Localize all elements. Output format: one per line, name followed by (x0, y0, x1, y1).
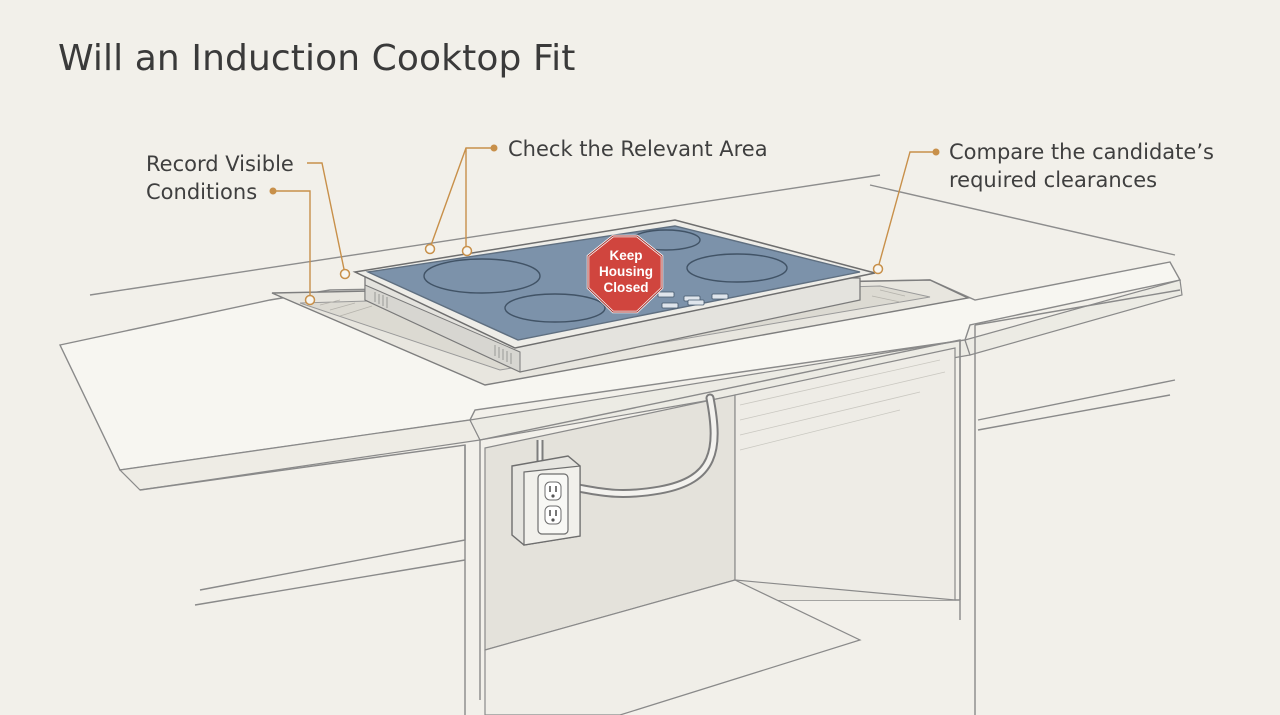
callout-check-text: Check the Relevant Area (508, 137, 768, 161)
callout-leaders (273, 147, 936, 300)
electrical-outlet-icon (537, 473, 569, 535)
leader-record-visible (307, 162, 346, 275)
page-title: Will an Induction Cooktop Fit (58, 38, 576, 79)
leader-endpoints (304, 243, 884, 306)
callout-record-line-1: Record Visible (146, 152, 294, 176)
electrical-conduit (536, 393, 719, 498)
leader-dots (269, 144, 940, 195)
touch-controls (657, 291, 729, 309)
leader-compare (877, 151, 936, 269)
callout-check-relevant-area: Check the Relevant Area (508, 135, 768, 163)
counter-back-edge (89, 174, 1176, 296)
callout-compare-clearances: Compare the candidate’s required clearan… (949, 138, 1214, 194)
stop-sign-line-2: Housing (599, 264, 653, 279)
stop-sign-line-3: Closed (603, 280, 649, 295)
callout-record-visible-conditions: Record Visible Conditions (146, 150, 294, 206)
junction-box-icon (511, 455, 581, 546)
callout-record-line-2: Conditions (146, 180, 258, 204)
stop-sign-line-1: Keep (609, 248, 643, 263)
callout-compare-line-2: required clearances (949, 168, 1158, 192)
leader-check-area-a (429, 147, 494, 249)
leader-conditions (273, 190, 311, 300)
stop-sign-label: Keep Housing Closed (589, 248, 663, 296)
cabinet-interior (484, 347, 956, 715)
stop-sign-icon (586, 234, 664, 314)
callout-compare-line-1: Compare the candidate’s (949, 140, 1214, 164)
